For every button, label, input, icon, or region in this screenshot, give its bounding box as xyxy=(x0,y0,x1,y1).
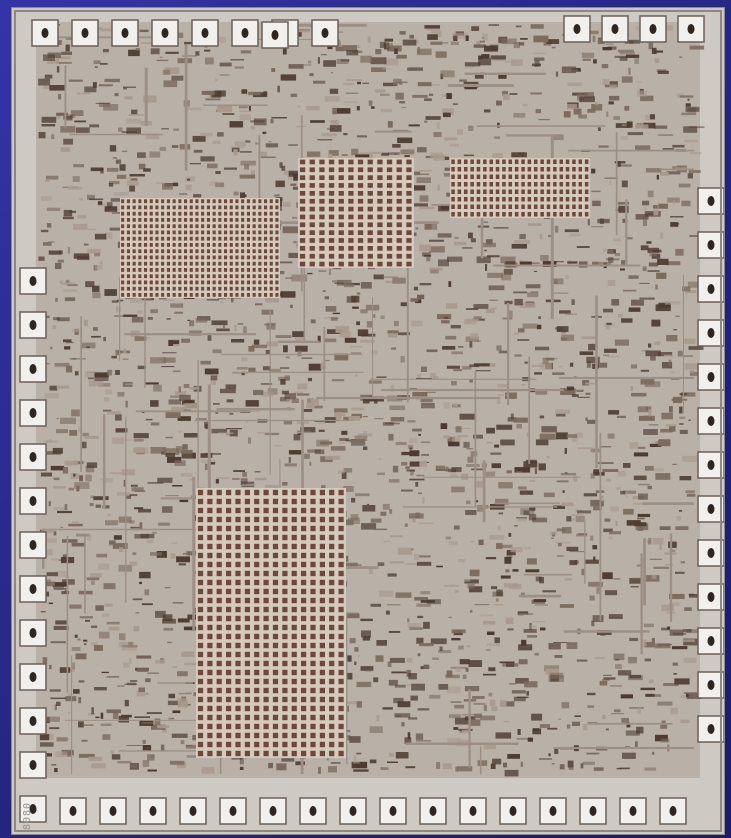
bond-wire-mark xyxy=(41,28,49,38)
bond-wire-mark xyxy=(707,284,715,294)
bond-wire-mark xyxy=(29,716,37,726)
bond-wire-mark xyxy=(707,372,715,382)
bond-pad xyxy=(697,319,724,347)
bond-wire-mark xyxy=(611,24,619,34)
bond-wire-mark xyxy=(29,672,37,682)
bond-pad xyxy=(379,797,407,825)
bond-wire-mark xyxy=(309,806,317,816)
bond-wire-mark xyxy=(189,806,197,816)
bond-wire-mark xyxy=(29,452,37,462)
bond-wire-mark xyxy=(707,724,715,734)
bond-wire-mark xyxy=(349,806,357,816)
bond-wire-mark xyxy=(469,806,477,816)
bond-wire-mark xyxy=(201,28,209,38)
bond-pad xyxy=(191,19,219,47)
bond-wire-mark xyxy=(707,460,715,470)
bond-wire-mark xyxy=(707,328,715,338)
bond-wire-mark xyxy=(29,804,37,814)
bond-wire-mark xyxy=(389,806,397,816)
bond-wire-mark xyxy=(81,28,89,38)
bond-pad xyxy=(111,19,139,47)
bond-wire-mark xyxy=(687,24,695,34)
bond-wire-mark xyxy=(707,592,715,602)
bond-wire-mark xyxy=(649,24,657,34)
bond-wire-mark xyxy=(321,28,329,38)
bond-wire-mark xyxy=(241,28,249,38)
bond-wire-mark xyxy=(269,806,277,816)
bond-wire-mark xyxy=(229,806,237,816)
bond-wire-mark xyxy=(707,240,715,250)
bond-wire-mark xyxy=(29,540,37,550)
bond-wire-mark xyxy=(707,196,715,206)
die-circuitry xyxy=(14,10,724,832)
register-array-lower xyxy=(196,488,346,758)
bond-wire-mark xyxy=(707,548,715,558)
bond-wire-mark xyxy=(149,806,157,816)
bond-wire-mark xyxy=(29,496,37,506)
bond-pad xyxy=(697,715,724,743)
register-array-upper-center xyxy=(298,158,414,268)
bond-wire-mark xyxy=(509,806,517,816)
bond-wire-mark xyxy=(109,806,117,816)
bond-wire-mark xyxy=(29,584,37,594)
bond-wire-mark xyxy=(29,760,37,770)
bond-wire-mark xyxy=(549,806,557,816)
bond-wire-mark xyxy=(707,680,715,690)
die-marking: 8080 xyxy=(22,801,33,830)
bond-wire-mark xyxy=(271,30,279,40)
chip-die: 8080 xyxy=(12,8,724,834)
bond-wire-mark xyxy=(589,806,597,816)
bond-wire-mark xyxy=(707,504,715,514)
bond-wire-mark xyxy=(29,276,37,286)
bond-wire-mark xyxy=(29,408,37,418)
bond-pad xyxy=(697,407,724,435)
bond-pad xyxy=(19,795,47,823)
bond-pad xyxy=(339,797,367,825)
register-array-upper-right xyxy=(450,158,590,218)
bond-wire-mark xyxy=(429,806,437,816)
bond-pad xyxy=(299,797,327,825)
bond-wire-mark xyxy=(69,806,77,816)
bond-wire-mark xyxy=(573,24,581,34)
bond-wire-mark xyxy=(707,416,715,426)
bond-wire-mark xyxy=(707,636,715,646)
bond-wire-mark xyxy=(669,806,677,816)
bond-pad xyxy=(219,797,247,825)
bond-wire-mark xyxy=(161,28,169,38)
die-edge xyxy=(14,10,722,832)
bond-wire-mark xyxy=(29,364,37,374)
bond-pad xyxy=(19,487,47,515)
bond-wire-mark xyxy=(29,320,37,330)
bond-wire-mark xyxy=(629,806,637,816)
bond-wire-mark xyxy=(121,28,129,38)
bond-wire-mark xyxy=(29,628,37,638)
register-array-upper-left xyxy=(120,198,280,298)
